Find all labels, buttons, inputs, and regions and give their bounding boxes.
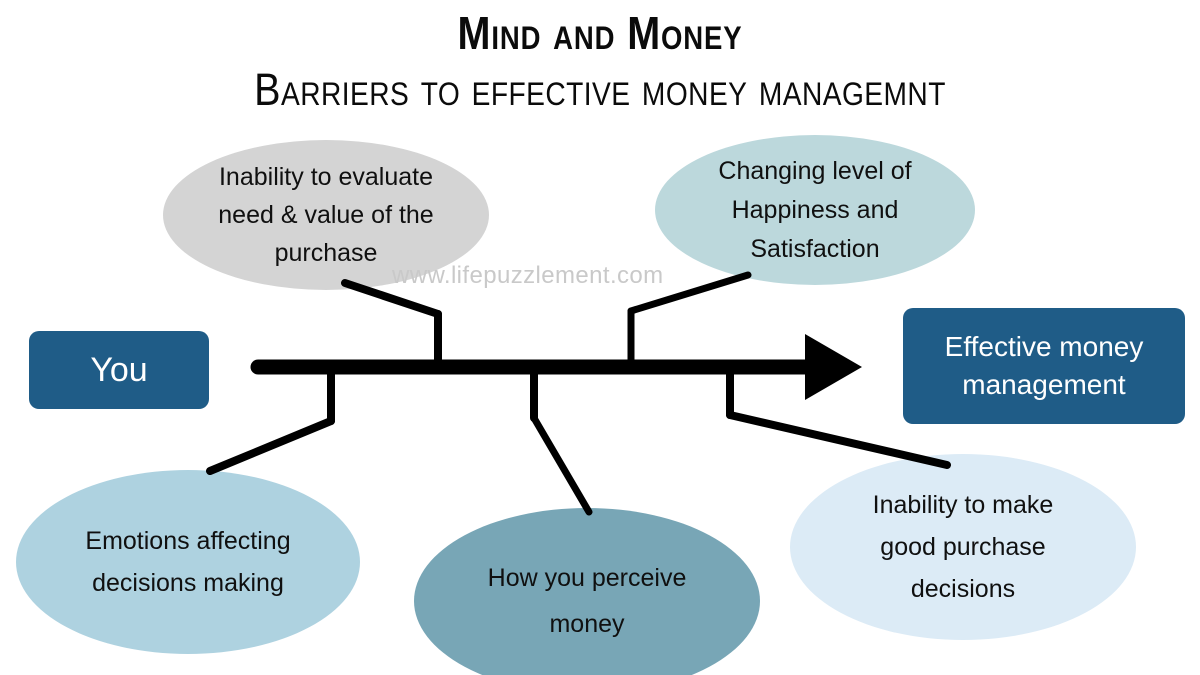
end-node-effective-money-management: Effective money management: [903, 308, 1185, 424]
cause-bubble-happiness: Changing level of Happiness and Satisfac…: [655, 135, 975, 285]
cause-bubble-evaluate: Inability to evaluate need & value of th…: [163, 140, 489, 290]
branch-diagonal-emotions: [206, 417, 335, 475]
page-title: Mind and Money: [457, 7, 743, 59]
cause-bubble-emotions: Emotions affecting decisions making: [16, 470, 360, 654]
cause-bubble-perceive: How you perceive money: [414, 508, 760, 675]
start-node-you: You: [29, 331, 209, 409]
cause-bubble-happiness-label: Changing level of Happiness and Satisfac…: [718, 156, 912, 263]
branch-diagonal-perceive: [530, 414, 593, 516]
start-node-you-label: You: [90, 350, 148, 389]
page-subtitle: Barriers to effective money managemnt: [254, 64, 946, 115]
cause-bubble-evaluate-label: Inability to evaluate need & value of th…: [218, 163, 434, 267]
cause-bubble-decisions: Inability to make good purchase decision…: [790, 454, 1136, 640]
cause-bubble-decisions-label: Inability to make good purchase decision…: [872, 491, 1054, 603]
spine-arrowhead-icon: [805, 334, 862, 400]
end-node-label: Effective money management: [944, 331, 1144, 400]
cause-bubble-emotions-label: Emotions affecting decisions making: [85, 527, 291, 597]
watermark-text: www.lifepuzzlement.com: [392, 262, 664, 289]
cause-bubble-perceive-label: How you perceive money: [487, 564, 687, 638]
